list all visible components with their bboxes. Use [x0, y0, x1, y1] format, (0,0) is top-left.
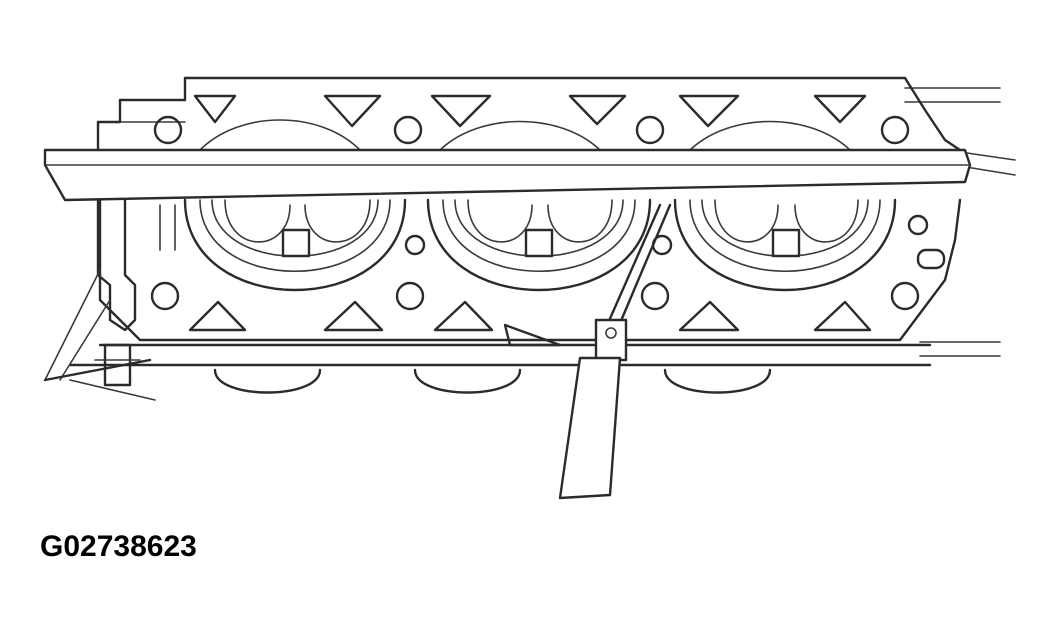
feeler-gauge [558, 203, 672, 500]
left-support [43, 198, 152, 387]
background-edge-lines [904, 87, 1016, 357]
combustion-chambers [183, 198, 897, 292]
lower-port-row [150, 281, 920, 347]
straightedge [43, 148, 972, 202]
upper-port-row [153, 94, 910, 151]
head-upper-body [96, 76, 962, 152]
figure-code-label: G02738623 [40, 530, 197, 563]
lower-skirt [68, 363, 932, 401]
cylinder-head-diagram [43, 76, 1016, 500]
